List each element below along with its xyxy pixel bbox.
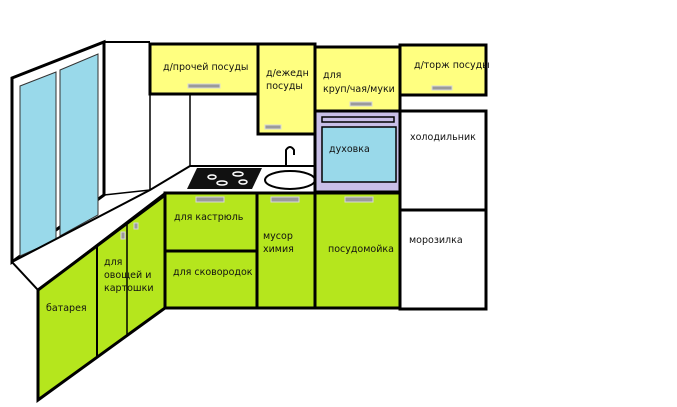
label: для сковородок bbox=[173, 267, 253, 278]
label: для кастрюль bbox=[174, 212, 244, 223]
label: для bbox=[104, 257, 122, 268]
label: мусор bbox=[263, 231, 293, 242]
cabinet-trash[interactable]: мусор химия bbox=[255, 191, 317, 310]
label: д/ежедн bbox=[266, 68, 309, 79]
sill-line bbox=[103, 189, 151, 196]
cabinet-groceries[interactable]: для круп/чая/муки bbox=[313, 45, 402, 113]
handle bbox=[431, 85, 453, 91]
oven-window bbox=[321, 126, 397, 183]
dishwasher[interactable]: посудомойка bbox=[313, 191, 402, 310]
handle bbox=[187, 83, 221, 89]
label: посуды bbox=[266, 81, 303, 92]
oven-handle bbox=[321, 116, 395, 123]
drawer-pans[interactable]: для сковородок bbox=[163, 249, 259, 310]
handle bbox=[195, 196, 225, 203]
faucet-icon bbox=[285, 146, 295, 165]
handle bbox=[133, 222, 139, 230]
handle bbox=[120, 231, 126, 240]
cabinet-other-dishes[interactable]: д/прочей посуды bbox=[148, 42, 260, 96]
cabinet-daily-dishes[interactable]: д/ежедн посуды bbox=[256, 42, 317, 136]
handle bbox=[270, 196, 300, 203]
cooktop bbox=[187, 168, 262, 189]
label: посудомойка bbox=[328, 244, 394, 255]
handle bbox=[264, 124, 282, 130]
oven[interactable]: духовка bbox=[313, 109, 402, 194]
label: круп/чая/муки bbox=[323, 84, 395, 95]
cabinet-festive-dishes[interactable]: д/торж посуды bbox=[398, 43, 490, 97]
label: морозилка bbox=[409, 235, 463, 246]
handle bbox=[349, 101, 373, 107]
burners-icon bbox=[207, 171, 248, 186]
handle bbox=[344, 196, 374, 203]
label: д/торж посуды bbox=[414, 60, 490, 71]
freezer[interactable]: морозилка bbox=[398, 208, 488, 311]
sink bbox=[264, 170, 316, 190]
drawer-pots[interactable]: для кастрюль bbox=[163, 191, 259, 253]
label: холодильник bbox=[410, 132, 476, 143]
label: овощей и bbox=[104, 270, 151, 281]
window bbox=[10, 39, 106, 265]
label: д/прочей посуды bbox=[163, 62, 248, 73]
fridge[interactable]: холодильник bbox=[398, 109, 488, 212]
label-radiator: батарея bbox=[46, 303, 87, 314]
label: духовка bbox=[329, 144, 370, 155]
label: для bbox=[323, 70, 341, 81]
label: картошки bbox=[104, 283, 154, 294]
label: химия bbox=[263, 244, 294, 255]
